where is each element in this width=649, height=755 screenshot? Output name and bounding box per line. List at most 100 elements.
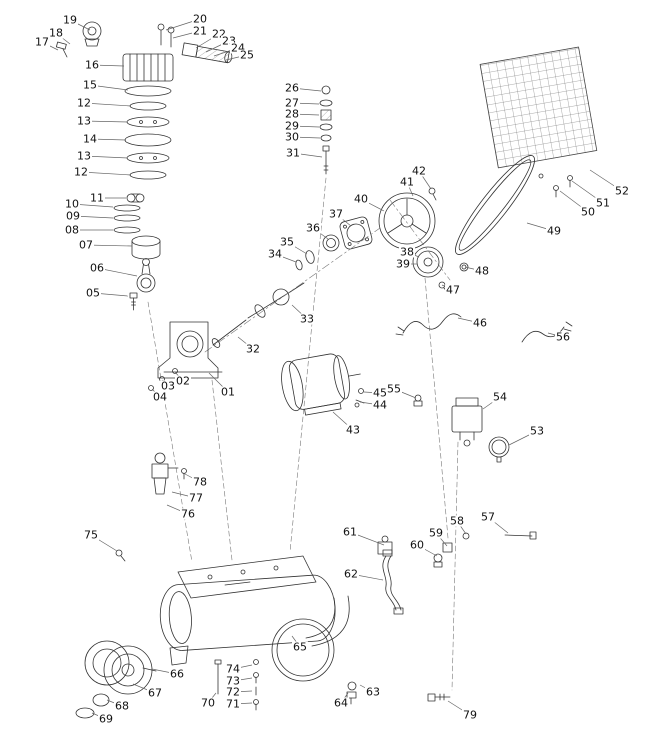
shaft-seals [295, 250, 315, 271]
part-number-label: 13 [76, 149, 92, 163]
check-valve-stack [319, 85, 333, 175]
part-number-label: 51 [595, 196, 611, 210]
crankshaft [247, 282, 305, 319]
fastener-column [214, 659, 259, 711]
pump-head-assembly [55, 21, 233, 311]
part-number-label: 33 [299, 312, 315, 326]
filter-regulator [151, 452, 179, 495]
tank-assembly [159, 555, 350, 682]
part-number-label: 32 [245, 342, 261, 356]
part-number-label: 70 [200, 696, 216, 710]
wheel-assembly [75, 640, 157, 719]
part-number-label: 73 [225, 674, 241, 688]
part-number-label: 12 [73, 165, 89, 179]
part-number-label: 60 [409, 538, 425, 552]
part-number-label: 55 [386, 382, 402, 396]
bearing [322, 234, 340, 252]
regulator-bolt [181, 468, 187, 480]
part-number-label: 26 [284, 81, 300, 95]
part-number-label: 11 [89, 191, 105, 205]
part-number-label: 28 [284, 107, 300, 121]
part-number-label: 66 [169, 667, 185, 681]
part-number-label: 42 [411, 164, 427, 178]
drive-belt [455, 155, 535, 255]
part-number-label: 47 [445, 283, 461, 297]
part-number-label: 44 [372, 398, 388, 412]
part-number-label: 22 [211, 27, 227, 41]
part-number-label: 19 [62, 13, 78, 27]
part-number-label: 79 [462, 708, 478, 722]
part-number-label: 56 [555, 330, 571, 344]
condenser-grid [479, 46, 598, 169]
part-number-label: 23 [221, 34, 237, 48]
part-number-label: 52 [614, 184, 630, 198]
tank-bolt-75 [115, 549, 126, 562]
part-number-label: 05 [85, 286, 101, 300]
part-number-label: 71 [225, 697, 241, 711]
part-number-label: 06 [89, 261, 105, 275]
part-number-label: 78 [192, 475, 208, 489]
part-number-label: 18 [48, 26, 64, 40]
connecting-rod [136, 258, 156, 293]
part-number-label: 02 [175, 374, 191, 388]
rod-bolt [129, 292, 138, 311]
leader-line [80, 171, 132, 176]
pressure-gauge [488, 436, 510, 463]
part-number-label: 76 [180, 507, 196, 521]
part-number-label: 30 [284, 130, 300, 144]
part-number-label: 68 [114, 699, 130, 713]
part-number-label: 31 [285, 146, 301, 160]
discharge-hose [382, 549, 404, 615]
part-number-label: 58 [449, 514, 465, 528]
part-number-label: 24 [230, 41, 246, 55]
part-number-label: 45 [372, 386, 388, 400]
part-number-label: 72 [225, 685, 241, 699]
part-number-label: 65 [292, 640, 308, 654]
part-number-label: 43 [345, 423, 361, 437]
part-number-label: 09 [65, 209, 81, 223]
part-number-label: 17 [34, 35, 50, 49]
outlet-fittings [377, 531, 537, 568]
part-number-label: 36 [305, 221, 321, 235]
part-number-label: 53 [529, 424, 545, 438]
input-shaft [211, 319, 247, 348]
part-number-label: 01 [220, 385, 236, 399]
air-filter [181, 42, 233, 64]
part-number-label: 15 [82, 78, 98, 92]
power-cord-left [395, 313, 462, 336]
part-number-label: 12 [76, 96, 92, 110]
unloader-fitting [413, 394, 423, 407]
condenser-bolts [538, 173, 573, 198]
part-number-label: 49 [546, 224, 562, 238]
part-number-label: 57 [480, 510, 496, 524]
part-number-label: 37 [328, 207, 344, 221]
part-number-label: 38 [399, 245, 415, 259]
part-number-label: 16 [84, 58, 100, 72]
bearing-plate [339, 216, 373, 250]
part-number-label: 59 [428, 526, 444, 540]
part-number-label: 62 [343, 567, 359, 581]
plug-bolt [427, 693, 451, 702]
pulley [412, 246, 444, 278]
part-number-label: 20 [192, 12, 208, 26]
part-number-label: 64 [333, 696, 349, 710]
part-number-label: 07 [78, 238, 94, 252]
part-number-label: 61 [342, 525, 358, 539]
part-number-label: 21 [192, 24, 208, 38]
part-number-label: 75 [83, 528, 99, 542]
part-number-label: 41 [399, 175, 415, 189]
part-number-label: 27 [284, 96, 300, 110]
piston-pin [126, 193, 145, 203]
part-number-label: 67 [147, 686, 163, 700]
part-number-label: 13 [76, 114, 92, 128]
part-number-label: 40 [353, 192, 369, 206]
part-number-label: 14 [82, 132, 98, 146]
piston-rings [113, 204, 141, 234]
part-number-label: 74 [225, 662, 241, 676]
part-number-label: 25 [239, 48, 255, 62]
part-number-label: 10 [64, 197, 80, 211]
part-number-label: 39 [395, 257, 411, 271]
